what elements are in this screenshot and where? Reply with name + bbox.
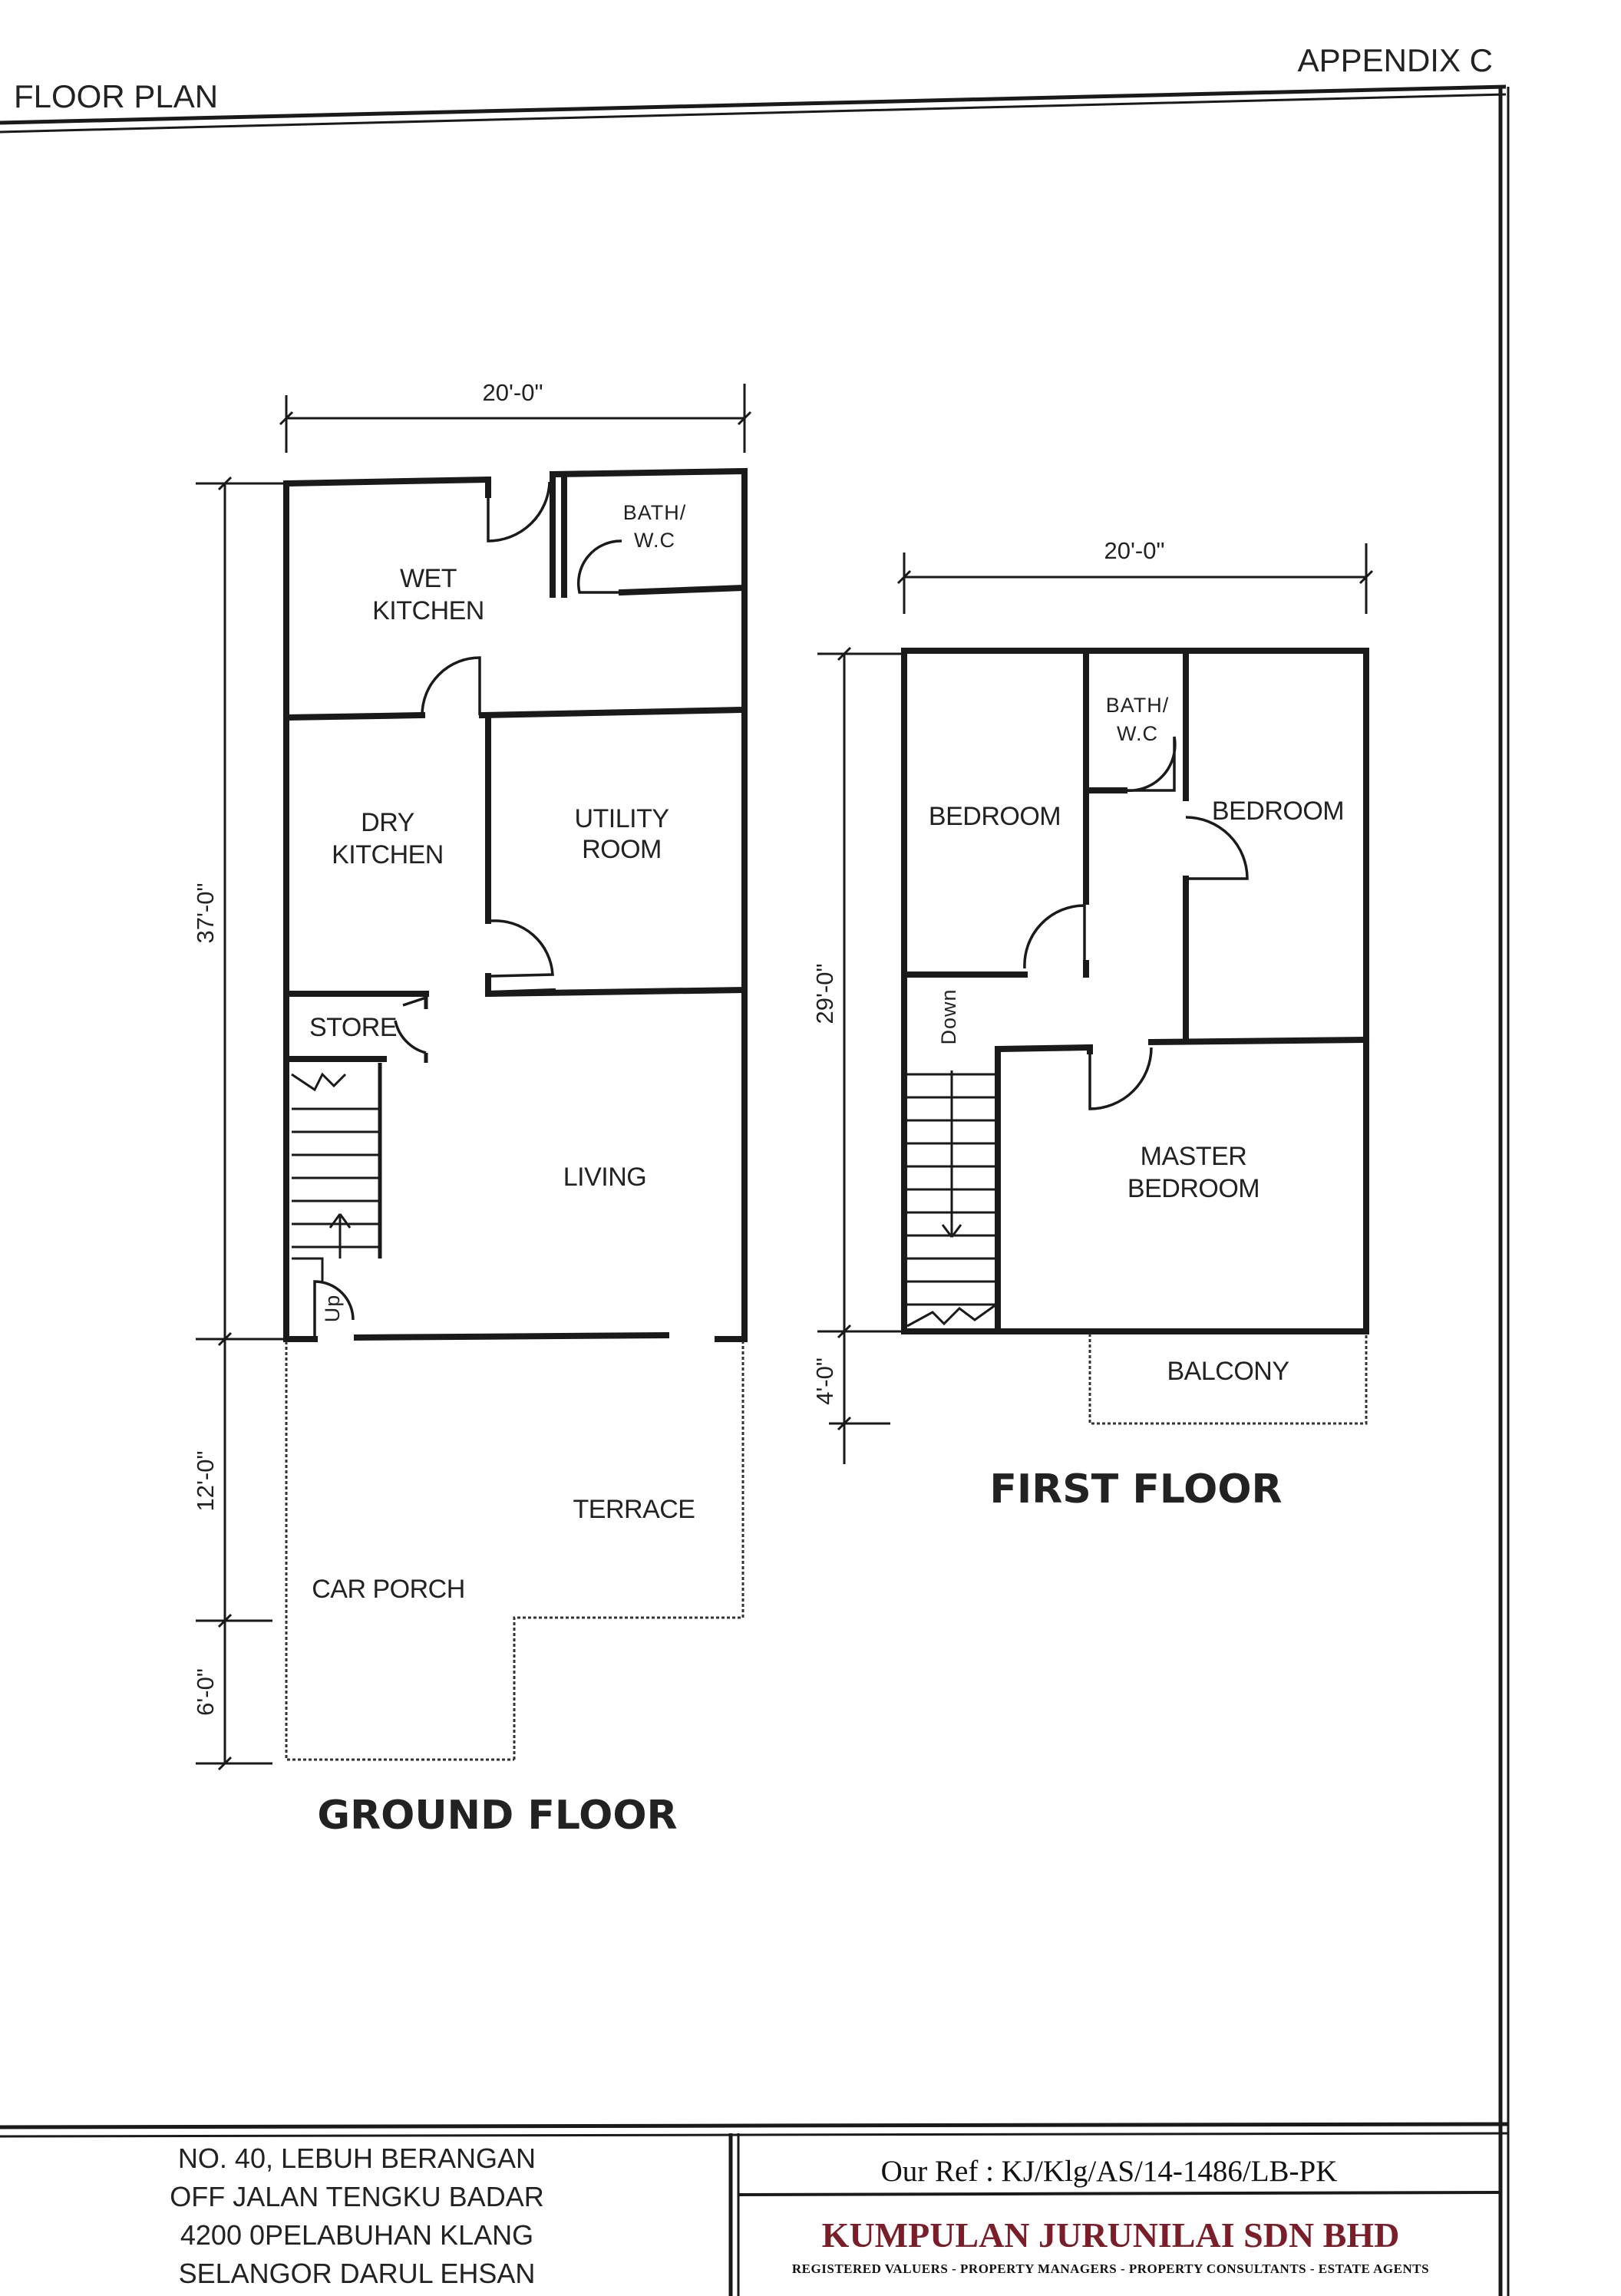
- first-wc-label: W.C: [1117, 722, 1158, 745]
- ground-width-dimension: 20'-0": [279, 379, 752, 453]
- first-floor-title: FIRST FLOOR: [989, 1466, 1282, 1513]
- dry-kitchen-label: DRY: [361, 808, 414, 837]
- floor-plan-heading: FLOOR PLAN: [14, 78, 218, 114]
- ground-depth-porch-label: 6'-0": [192, 1668, 219, 1716]
- terrace-outline: [285, 1341, 514, 1761]
- company-name: KUMPULAN JURUNILAI SDN BHD: [822, 2215, 1400, 2255]
- first-depth-main-label: 29'-0": [811, 964, 838, 1024]
- address-line-2: OFF JALAN TENGKU BADAR: [170, 2181, 543, 2212]
- first-width-dimension: 20'-0": [896, 537, 1374, 614]
- ground-doors: [313, 480, 622, 1339]
- terrace-label: TERRACE: [573, 1495, 695, 1524]
- first-staircase: [906, 1070, 997, 1328]
- living-label: LIVING: [563, 1163, 646, 1192]
- first-bath-label: BATH/: [1106, 694, 1170, 717]
- stairs-up-label: Up: [321, 1295, 344, 1323]
- utility-room-label: UTILITY: [574, 804, 669, 833]
- balcony-outline: [1088, 1334, 1368, 1425]
- sheet-border: [0, 84, 1510, 2296]
- first-walls: [901, 648, 1370, 1334]
- ground-floor-plan: 20'-0" 37'-0" 12'-0" 6'-0": [192, 379, 752, 1839]
- address-line-4: SELANGOR DARUL EHSAN: [179, 2258, 536, 2289]
- first-width-label: 20'-0": [1104, 537, 1165, 564]
- ground-bath-label: BATH/: [623, 501, 687, 524]
- utility-room-label-2: ROOM: [582, 835, 662, 864]
- ground-staircase: [291, 1072, 380, 1282]
- master-bedroom-label-2: BEDROOM: [1127, 1174, 1259, 1203]
- address-line-1: NO. 40, LEBUH BERANGAN: [178, 2143, 536, 2174]
- first-doors: [1023, 736, 1249, 1110]
- ground-walls: [282, 467, 748, 1342]
- reference-number: Our Ref : KJ/Klg/AS/14-1486/LB-PK: [881, 2155, 1338, 2188]
- ground-depth-main-label: 37'-0": [192, 883, 219, 944]
- first-bedroom-left-label: BEDROOM: [929, 802, 1061, 831]
- ground-depth-terrace-label: 12'-0": [192, 1451, 219, 1512]
- ground-depth-dimensions: 37'-0" 12'-0" 6'-0": [192, 476, 288, 1771]
- first-depth-dimensions: 29'-0" 4'-0": [811, 646, 902, 1464]
- wet-kitchen-label: WET: [400, 564, 457, 593]
- store-label: STORE: [309, 1013, 397, 1042]
- wet-kitchen-label-2: KITCHEN: [372, 596, 484, 625]
- car-porch-label: CAR PORCH: [312, 1575, 465, 1604]
- ground-wc-label: W.C: [634, 529, 675, 552]
- company-tagline: REGISTERED VALUERS - PROPERTY MANAGERS -…: [792, 2261, 1429, 2276]
- ground-floor-title: GROUND FLOOR: [317, 1793, 677, 1839]
- stairs-down-label: Down: [937, 988, 960, 1044]
- first-bedroom-right-label: BEDROOM: [1212, 797, 1344, 826]
- ground-width-label: 20'-0": [483, 379, 543, 406]
- master-bedroom-label: MASTER: [1141, 1142, 1247, 1171]
- first-floor-plan: 20'-0" 29'-0" 4'-0": [811, 537, 1374, 1513]
- balcony-label: BALCONY: [1167, 1357, 1289, 1386]
- dry-kitchen-label-2: KITCHEN: [332, 840, 444, 869]
- car-porch-outline: [513, 1341, 744, 1760]
- title-block: NO. 40, LEBUH BERANGAN OFF JALAN TENGKU …: [0, 2122, 1509, 2296]
- address-line-3: 4200 0PELABUHAN KLANG: [180, 2219, 533, 2251]
- appendix-label: APPENDIX C: [1298, 42, 1493, 78]
- first-depth-balcony-label: 4'-0": [811, 1357, 838, 1405]
